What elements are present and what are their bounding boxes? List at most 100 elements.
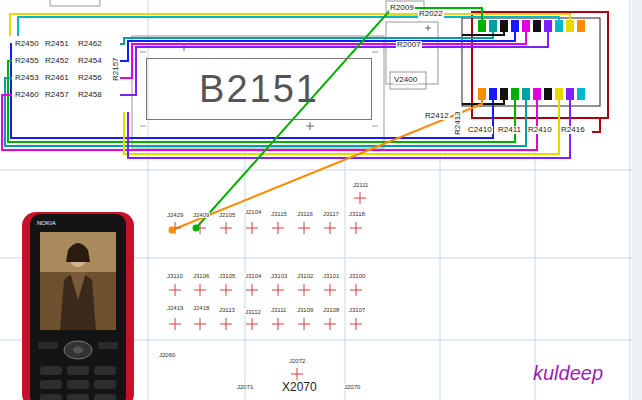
- connector-pad: [500, 88, 508, 100]
- component-label: J3107: [348, 307, 366, 313]
- component-label: R2453: [14, 74, 40, 82]
- connector-pad: [478, 20, 585, 100]
- component-label: R2022: [418, 10, 444, 18]
- connector-pad: [566, 88, 574, 100]
- wire: [128, 100, 570, 158]
- component-label: R2157: [112, 56, 120, 82]
- wire: [18, 17, 559, 36]
- pad-cross: [169, 318, 362, 330]
- component-label: R2462: [77, 40, 103, 48]
- component-label: J2072: [288, 358, 306, 364]
- phone-illustration: [40, 380, 62, 389]
- board-outline: [386, 22, 438, 84]
- component-label: J3102: [296, 273, 314, 279]
- wire: [120, 32, 493, 44]
- component-label: J3115: [270, 211, 288, 217]
- connector-pad: [555, 88, 563, 100]
- phone-illustration: [67, 380, 89, 389]
- connector-pad: [544, 20, 552, 32]
- component-label: J3112: [244, 309, 262, 315]
- component-label: R2456: [77, 74, 103, 82]
- component-label: R2452: [44, 57, 70, 65]
- wire: [196, 8, 482, 228]
- component-label: J2111: [352, 182, 369, 188]
- connector-pad: [522, 20, 530, 32]
- component-label: J2060: [158, 352, 176, 358]
- component-label: J2418: [192, 305, 210, 311]
- board-outline: [390, 72, 426, 89]
- wire: [124, 100, 559, 154]
- component-label: J3105: [218, 273, 236, 279]
- phone-illustration: [22, 212, 134, 400]
- component-label: J3110: [166, 273, 184, 279]
- phone-illustration: [22, 212, 134, 400]
- component-name: B2151: [199, 70, 319, 108]
- phone-illustration: [60, 273, 96, 330]
- component-label: R2451: [44, 40, 70, 48]
- phone-illustration: [67, 394, 89, 400]
- test-point: [169, 227, 176, 234]
- component-label: J3108: [322, 307, 340, 313]
- phone-illustration: [70, 272, 86, 300]
- phone-illustration: [40, 394, 62, 400]
- brand-text: NOKIA: [36, 220, 57, 226]
- component-label: J3111: [270, 307, 287, 313]
- component-label: R2458: [77, 91, 103, 99]
- connector-pad: [555, 20, 563, 32]
- connector-pad: [478, 20, 486, 32]
- component-label: R2412: [424, 112, 450, 120]
- component-label: R2460: [14, 91, 40, 99]
- connector-body: [462, 18, 600, 106]
- connector-pad: [522, 88, 530, 100]
- component-label: R2411: [497, 126, 522, 134]
- phone-illustration: [38, 342, 58, 349]
- author-signature: kuldeep: [532, 363, 604, 383]
- phone-illustration: [67, 366, 89, 375]
- connector-pad: [577, 20, 585, 32]
- component-label: J3118: [348, 211, 366, 217]
- phone-illustration: [40, 366, 62, 375]
- component-label: J3116: [296, 211, 314, 217]
- phone-illustration: [66, 243, 90, 262]
- phone-illustration: [73, 347, 83, 354]
- component-box: B2151: [146, 58, 372, 120]
- phone-illustration: [40, 232, 116, 330]
- component-label: X2070: [281, 381, 318, 393]
- connector-pad: [500, 20, 508, 32]
- connector-pad: [544, 88, 552, 100]
- phone-illustration: [94, 366, 116, 375]
- component-label: R2454: [77, 57, 103, 65]
- component-label: R2455: [14, 57, 40, 65]
- component-label: J3113: [218, 307, 236, 313]
- phone-illustration: [30, 214, 126, 400]
- board-outline: [132, 36, 384, 148]
- wire: [592, 118, 600, 132]
- component-label: R2461: [44, 74, 70, 82]
- component-label: J3106: [192, 273, 210, 279]
- component-label: J3100: [348, 273, 366, 279]
- component-label: J3117: [322, 211, 340, 217]
- test-point: [193, 225, 200, 232]
- component-label: J2409: [192, 212, 210, 218]
- connector-pad: [511, 88, 519, 100]
- pad-cross: [169, 284, 362, 296]
- component-label: J3103: [270, 273, 288, 279]
- phone-illustration: [94, 394, 116, 400]
- connector-pad: [478, 88, 486, 100]
- wire: [120, 32, 548, 95]
- pad-cross: [169, 222, 362, 234]
- component-label: J3104: [244, 273, 262, 279]
- grid-line: [0, 170, 642, 340]
- component-label: R2450: [14, 40, 40, 48]
- connector-pad: [566, 20, 574, 32]
- component-label: C2410: [467, 126, 493, 134]
- component-label: R2413: [454, 110, 462, 136]
- wire: [8, 61, 515, 142]
- component-label: J2105: [218, 212, 236, 218]
- phone-illustration: [94, 380, 116, 389]
- wire: [11, 44, 493, 138]
- wire: [120, 32, 526, 78]
- component-label: R2416: [560, 126, 586, 134]
- connector-pad: [489, 20, 497, 32]
- connector-pad: [489, 88, 497, 100]
